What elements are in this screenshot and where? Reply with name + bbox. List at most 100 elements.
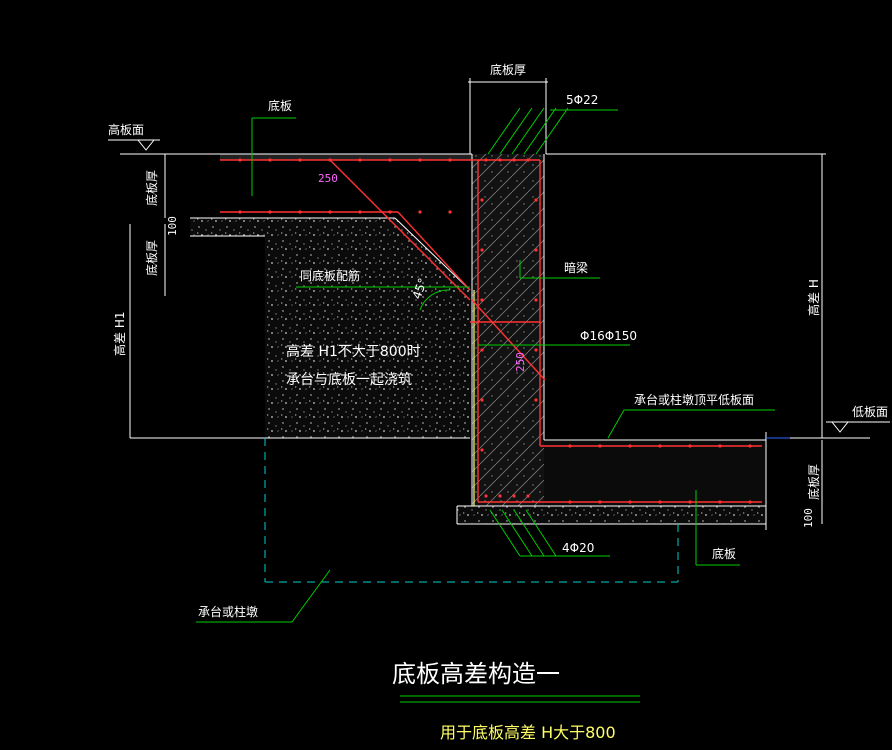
dot (238, 158, 242, 162)
label-high-slab-face: 高板面 (108, 122, 144, 137)
dot (484, 494, 488, 498)
leader-pile-cap-face (607, 409, 625, 439)
concrete-masses (190, 154, 766, 524)
label-slab-thickness-top: 底板厚 (490, 62, 526, 77)
label-rebar-bottom: 4Φ20 (562, 541, 594, 555)
dot (512, 158, 516, 162)
dot (534, 248, 538, 252)
leader-rebar-top-3 (511, 107, 545, 155)
dot (718, 500, 722, 504)
drawing-title: 底板高差构造一 (392, 660, 560, 688)
dot (688, 444, 692, 448)
dot (498, 158, 502, 162)
label-low-slab-face: 低板面 (852, 405, 888, 419)
lower-blinding-layer (457, 506, 766, 524)
dot (526, 158, 530, 162)
dot (628, 500, 632, 504)
dot (418, 158, 422, 162)
label-hidden-beam: 暗梁 (564, 260, 588, 275)
dot (388, 158, 392, 162)
dot (480, 448, 484, 452)
label-stirrup: Φ16Φ150 (580, 329, 637, 343)
chamfer-bar (397, 211, 471, 291)
low-level-triangle (830, 421, 850, 433)
label-height-h: 高差 H (806, 279, 821, 316)
high-level-triangle (136, 139, 156, 151)
label-same-as-slab: 同底板配筋 (300, 268, 360, 283)
dot (534, 298, 538, 302)
lower-slab (544, 440, 766, 506)
dot (748, 444, 752, 448)
dot (268, 158, 272, 162)
label-angle-45: 45° (410, 276, 430, 301)
chamfer-line (394, 217, 471, 291)
leader-rebar-bot-1 (489, 509, 521, 557)
label-rebar-top: 5Φ22 (566, 93, 598, 107)
upper-slab-top-cover (220, 154, 472, 160)
label-pile-cap: 承台或柱墩 (198, 604, 258, 619)
label-slab-thk-left-2: 底板厚 (144, 240, 159, 276)
dot (568, 444, 572, 448)
label-slab-thk-left-1: 底板厚 (144, 170, 159, 206)
dot (526, 494, 530, 498)
label-dim-100-left: 100 (166, 216, 179, 236)
leader-pile-cap (291, 569, 331, 623)
dot (480, 398, 484, 402)
label-height-h1: 高差 H1 (112, 312, 127, 356)
label-dim-250-vert: 250 (514, 352, 527, 372)
diag-anchor-bar (329, 159, 471, 301)
dot (598, 500, 602, 504)
leader-rebar-bot-3 (513, 509, 545, 557)
upper-blinding-layer (190, 218, 395, 236)
rebar-dots (238, 158, 752, 504)
leader-rebar-top-1 (487, 107, 521, 155)
dot (328, 158, 332, 162)
dot (480, 348, 484, 352)
dot (628, 444, 632, 448)
dot (238, 210, 242, 214)
dot (688, 500, 692, 504)
dot (448, 158, 452, 162)
dot (748, 500, 752, 504)
pile-cap-concrete (218, 218, 470, 438)
outlines (108, 78, 890, 530)
dot (388, 210, 392, 214)
pile-cap-dashed-outline (264, 438, 679, 583)
leader-rebar-top-4 (523, 107, 557, 155)
rebar-group (220, 159, 762, 503)
dot (498, 494, 502, 498)
angle-arc (419, 289, 451, 311)
dot (534, 198, 538, 202)
dot (568, 500, 572, 504)
dot (480, 248, 484, 252)
label-slab-thk-right: 底板厚 (806, 464, 821, 500)
dot (718, 444, 722, 448)
dot (534, 398, 538, 402)
dot (658, 444, 662, 448)
dot (418, 210, 422, 214)
label-dim-100-right: 100 (802, 508, 815, 528)
label-slab-bottom: 底板 (712, 546, 736, 561)
dot (358, 210, 362, 214)
label-note-line2: 承台与底板一起浇筑 (286, 372, 412, 388)
dot (480, 198, 484, 202)
leader-rebar-top-2 (499, 107, 533, 155)
leader-rebar-top-5 (535, 107, 569, 155)
dot (512, 494, 516, 498)
dot (448, 210, 452, 214)
label-pile-cap-face: 承台或柱墩顶平低板面 (634, 392, 754, 407)
drawing-subtitle: 用于底板高差 H大于800 (440, 723, 616, 742)
label-note-line1: 高差 H1不大于800时 (286, 343, 421, 360)
dot (484, 158, 488, 162)
label-slab-top: 底板 (268, 98, 292, 113)
dot (298, 158, 302, 162)
dot (480, 298, 484, 302)
dot (298, 210, 302, 214)
diag-bar-2 (471, 299, 546, 381)
dot (534, 348, 538, 352)
leader-lines (196, 107, 775, 623)
dot (598, 444, 602, 448)
hidden-beam-wall (472, 154, 544, 506)
label-dim-250-top: 250 (318, 172, 338, 185)
